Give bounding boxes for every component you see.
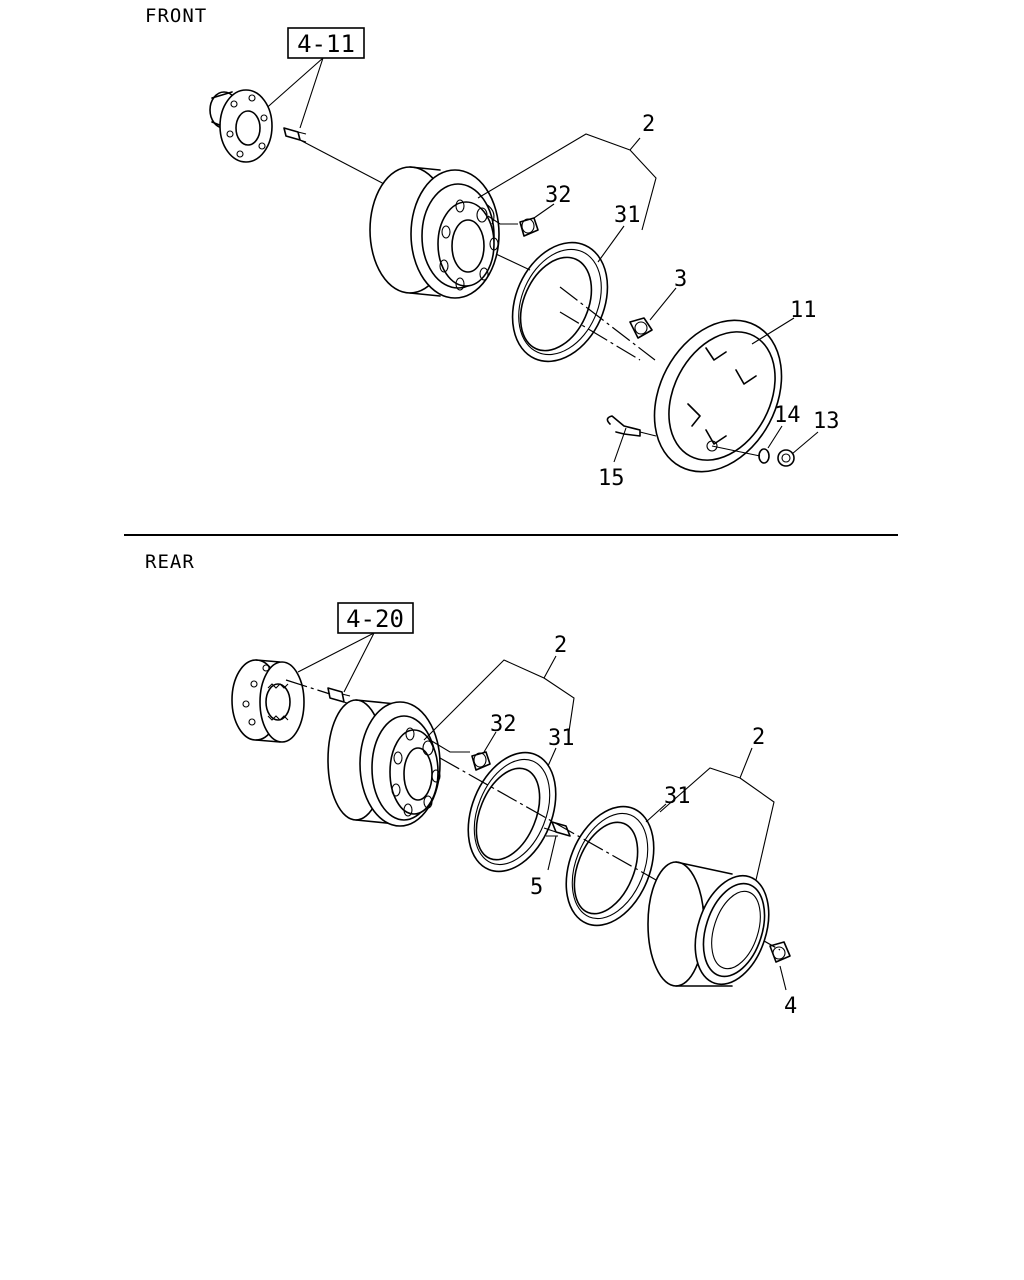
- rear-callout-stud: 5: [530, 875, 543, 900]
- front-section: FRONT 4-11: [145, 5, 840, 494]
- front-washer[interactable]: [758, 448, 770, 464]
- rear-outer-wheel[interactable]: [647, 861, 782, 994]
- rear-outer-rim-ring[interactable]: [550, 794, 671, 939]
- rear-inner-wheel[interactable]: [327, 699, 441, 827]
- rear-inner-rim-ring[interactable]: [452, 740, 573, 885]
- rear-callout-outer-rim-ring: 31: [664, 784, 691, 809]
- rear-callout-outer-wheel: 2: [752, 725, 765, 750]
- front-callout-washer: 14: [774, 403, 801, 428]
- rear-callout-cap-nut: 32: [490, 712, 517, 737]
- front-callout-wheel-nut: 3: [674, 267, 687, 292]
- front-rim-ring[interactable]: [495, 227, 626, 376]
- front-callout-bolt: 15: [598, 466, 625, 491]
- front-ref-box[interactable]: 4-11: [287, 27, 365, 59]
- front-nut[interactable]: [777, 449, 795, 467]
- front-wheel-nut[interactable]: [629, 317, 653, 339]
- rear-section-label: REAR: [145, 551, 195, 573]
- rear-cap-nut[interactable]: [471, 751, 491, 771]
- front-hub: [209, 89, 273, 163]
- rear-callout-wheel-nut: 4: [784, 994, 797, 1019]
- front-hub-stud: [283, 127, 307, 143]
- rear-hub: [231, 659, 305, 743]
- rear-callout-inner-rim-ring: 31: [548, 726, 575, 751]
- front-callout-rim-ring: 31: [614, 203, 641, 228]
- rear-section: REAR 4-20: [145, 551, 797, 1019]
- front-section-label: FRONT: [145, 5, 207, 27]
- rear-ref-box[interactable]: 4-20: [337, 602, 414, 634]
- rear-wheel-nut[interactable]: [769, 941, 791, 963]
- front-ref-box-label[interactable]: 4-11: [297, 30, 355, 58]
- front-callout-cap-nut: 32: [545, 183, 572, 208]
- front-cap-nut[interactable]: [519, 217, 539, 237]
- front-wheel[interactable]: [369, 166, 500, 299]
- rear-hub-stud: [327, 687, 351, 705]
- front-callout-cover: 11: [790, 298, 817, 323]
- front-callout-wheel: 2: [642, 112, 655, 137]
- front-callout-nut: 13: [813, 409, 840, 434]
- rear-callout-inner-wheel: 2: [554, 633, 567, 658]
- rear-ref-box-label[interactable]: 4-20: [346, 605, 404, 633]
- front-bolt[interactable]: [606, 415, 657, 437]
- front-wheel-cover[interactable]: [629, 298, 807, 494]
